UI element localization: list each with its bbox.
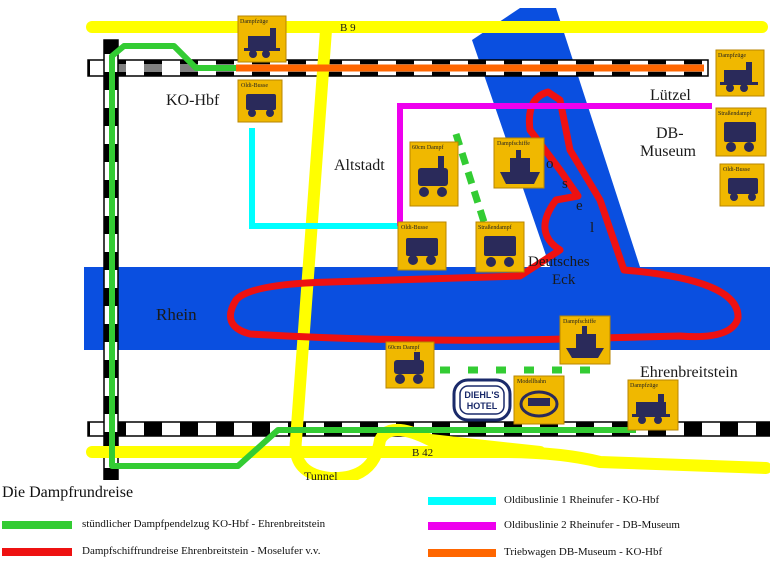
- tunnel-label: Tunnel: [304, 469, 338, 480]
- steamboat-icon: [566, 326, 604, 358]
- tram-line: [452, 132, 488, 224]
- badge-label: 60cm Dampf: [388, 344, 420, 351]
- place-db-museum-2: Museum: [640, 143, 697, 160]
- legend-title: Die Dampfrundreise: [2, 484, 134, 501]
- bus-line-1: [249, 128, 400, 229]
- steam-tram-icon: [724, 122, 756, 152]
- locomotive-icon: [720, 62, 758, 92]
- badge-tram-museum[interactable]: Straßendampf: [715, 107, 767, 157]
- place-altstadt: Altstadt: [334, 157, 385, 174]
- hotel-logo-line: DIEHL'S: [464, 390, 499, 400]
- legend-label: stündlicher Dampfpendelzug KO-Hbf - Ehre…: [82, 518, 326, 530]
- steam-tram-icon: [484, 236, 516, 267]
- badge-steam-train-north[interactable]: Dampfzüge: [237, 15, 287, 63]
- legend-label: Oldibuslinie 2 Rheinufer - DB-Museum: [504, 519, 680, 531]
- hotel-logo[interactable]: DIEHL'S HOTEL: [452, 378, 512, 422]
- locomotive-icon: [244, 28, 280, 58]
- locomotive-icon: [418, 156, 448, 197]
- legend-swatch: [428, 522, 496, 530]
- badge-model-railway[interactable]: Modellbahn: [513, 375, 565, 425]
- badge-steam-train-luetzel[interactable]: Dampfzüge: [715, 49, 765, 97]
- badge-label: Oldi-Busse: [241, 83, 268, 89]
- legend-swatch: [2, 548, 72, 556]
- badge-label: Oldi-Busse: [401, 225, 428, 231]
- badge-label: Dampfschiffe: [497, 140, 530, 147]
- badge-label: Straßendampf: [718, 110, 752, 117]
- place-rhein: Rhein: [156, 305, 197, 324]
- badge-oldi-bus-hbf[interactable]: Oldi-Busse: [237, 79, 283, 123]
- route-map: B 9 B 42 Tunnel KO-Hbf Lützel DB- Museum…: [84, 8, 770, 480]
- steamboat-route: [226, 88, 742, 344]
- badge-label: Oldi-Busse: [723, 167, 750, 173]
- badge-60cm-steam-ehrenbreitstein[interactable]: 60cm Dampf: [385, 341, 435, 389]
- badge-steamboat-rhein[interactable]: Dampfschiffe: [559, 315, 611, 365]
- bus-icon: [728, 178, 758, 201]
- mosel-letter: o: [546, 156, 554, 172]
- badge-label: Dampfschiffe: [563, 318, 596, 325]
- badge-label: 60cm Dampf: [412, 144, 444, 151]
- legend-label: Triebwagen DB-Museum - KO-Hbf: [504, 546, 663, 558]
- road-label-b9: B 9: [340, 22, 356, 34]
- locomotive-icon: [632, 394, 670, 424]
- badge-steamboat-mosel[interactable]: Dampfschiffe: [493, 137, 545, 189]
- legend-label: Oldibuslinie 1 Rheinufer - KO-Hbf: [504, 494, 660, 506]
- mosel-letter: s: [562, 176, 568, 192]
- legend-swatch: [428, 549, 496, 557]
- legend-swatch: [428, 497, 496, 505]
- place-ehrenbreitstein: Ehrenbreitstein: [640, 364, 738, 381]
- badge-label: Modellbahn: [517, 379, 546, 385]
- place-ko-hbf: KO-Hbf: [166, 92, 220, 109]
- road-label-b42: B 42: [412, 447, 433, 459]
- bus-line-2: [397, 103, 712, 226]
- place-luetzel: Lützel: [650, 87, 691, 104]
- steamboat-icon: [500, 150, 540, 184]
- place-deutsches-eck-1: Deutsches: [528, 254, 590, 270]
- badge-tram-eck[interactable]: Straßendampf: [475, 221, 525, 273]
- locomotive-icon: [394, 352, 424, 384]
- bus-icon: [246, 94, 276, 117]
- place-deutsches-eck-2: Eck: [552, 272, 576, 288]
- badge-oldi-bus-museum[interactable]: Oldi-Busse: [719, 163, 765, 207]
- steam-shuttle-route: [109, 43, 636, 469]
- mosel-letter: l: [590, 220, 594, 236]
- place-db-museum-1: DB-: [656, 125, 684, 142]
- badge-label: Straßendampf: [478, 224, 512, 231]
- legend-label: Dampfschiffrundreise Ehrenbreitstein - M…: [82, 545, 321, 557]
- hotel-logo-line: HOTEL: [467, 401, 498, 411]
- badge-60cm-steam-altstadt[interactable]: 60cm Dampf: [409, 141, 459, 207]
- legend-swatch: [2, 521, 72, 529]
- badge-label: Dampfzüge: [718, 52, 746, 59]
- model-railway-icon: [519, 390, 559, 418]
- badge-label: Dampfzüge: [630, 382, 658, 389]
- badge-steam-train-ehrenbreitstein[interactable]: Dampfzüge: [627, 379, 679, 431]
- badge-label: Dampfzüge: [240, 18, 268, 25]
- bus-icon: [406, 238, 438, 265]
- badge-oldi-bus-rhein[interactable]: Oldi-Busse: [397, 221, 447, 271]
- mosel-letter: e: [576, 198, 583, 214]
